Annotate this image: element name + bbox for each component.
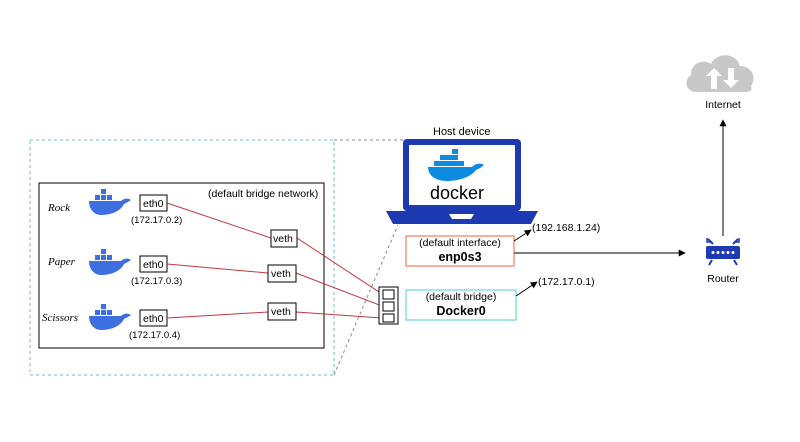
docker-logo-text: docker [430,183,484,203]
ip-label: (172.17.0.3) [131,276,182,287]
container-name: Rock [47,202,71,214]
default-bridge-box: (default bridge) Docker0 [405,289,517,321]
bridge-ports [378,286,399,325]
container-name: Paper [47,256,76,268]
interface-name: enp0s3 [438,250,481,264]
link-veth-port-3 [295,311,383,319]
link-eth0-veth-3 [166,311,269,319]
interface-ip: (192.168.1.24) [532,222,600,234]
veth-3: veth [267,302,297,321]
veth-2: veth [267,264,297,283]
ip-label: (172.17.0.4) [129,330,180,341]
veth-1: veth [270,229,298,248]
link-veth-port-1 [296,237,383,295]
container-paper: Paper eth0 (172.17.0.3) [47,249,182,287]
bridge-ip-arrow [515,281,538,297]
internet-label: Internet [705,99,741,111]
interface-caption: (default interface) [419,237,501,249]
veth-label: veth [271,268,291,280]
bridge-name: Docker0 [436,304,485,318]
bridge-caption: (default bridge) [426,291,497,303]
iface-label: eth0 [143,313,164,325]
bridge-network-label: (default bridge network) [208,188,318,200]
docker-logo-icon: docker [428,149,484,203]
iface-label: eth0 [143,259,164,271]
router-icon [706,238,740,266]
laptop-icon: Host device docker [386,126,538,224]
link-eth0-veth-2 [166,263,269,274]
veth-label: veth [273,233,293,245]
container-rock: Rock eth0 (172.17.0.2) [47,189,182,226]
link-veth-port-2 [295,272,383,307]
ip-label: (172.17.0.2) [131,215,182,226]
default-interface-box: (default interface) enp0s3 [405,235,515,267]
router-label: Router [707,273,739,285]
container-name: Scissors [42,312,78,324]
cloud-icon [686,55,754,92]
interface-ip-arrow [513,229,532,242]
host-title: Host device [433,126,490,138]
host-namespace-border [29,139,335,376]
veth-label: veth [271,306,291,318]
link-eth0-veth-1 [166,202,272,239]
iface-label: eth0 [143,198,164,210]
bridge-ip: (172.17.0.1) [538,276,595,288]
